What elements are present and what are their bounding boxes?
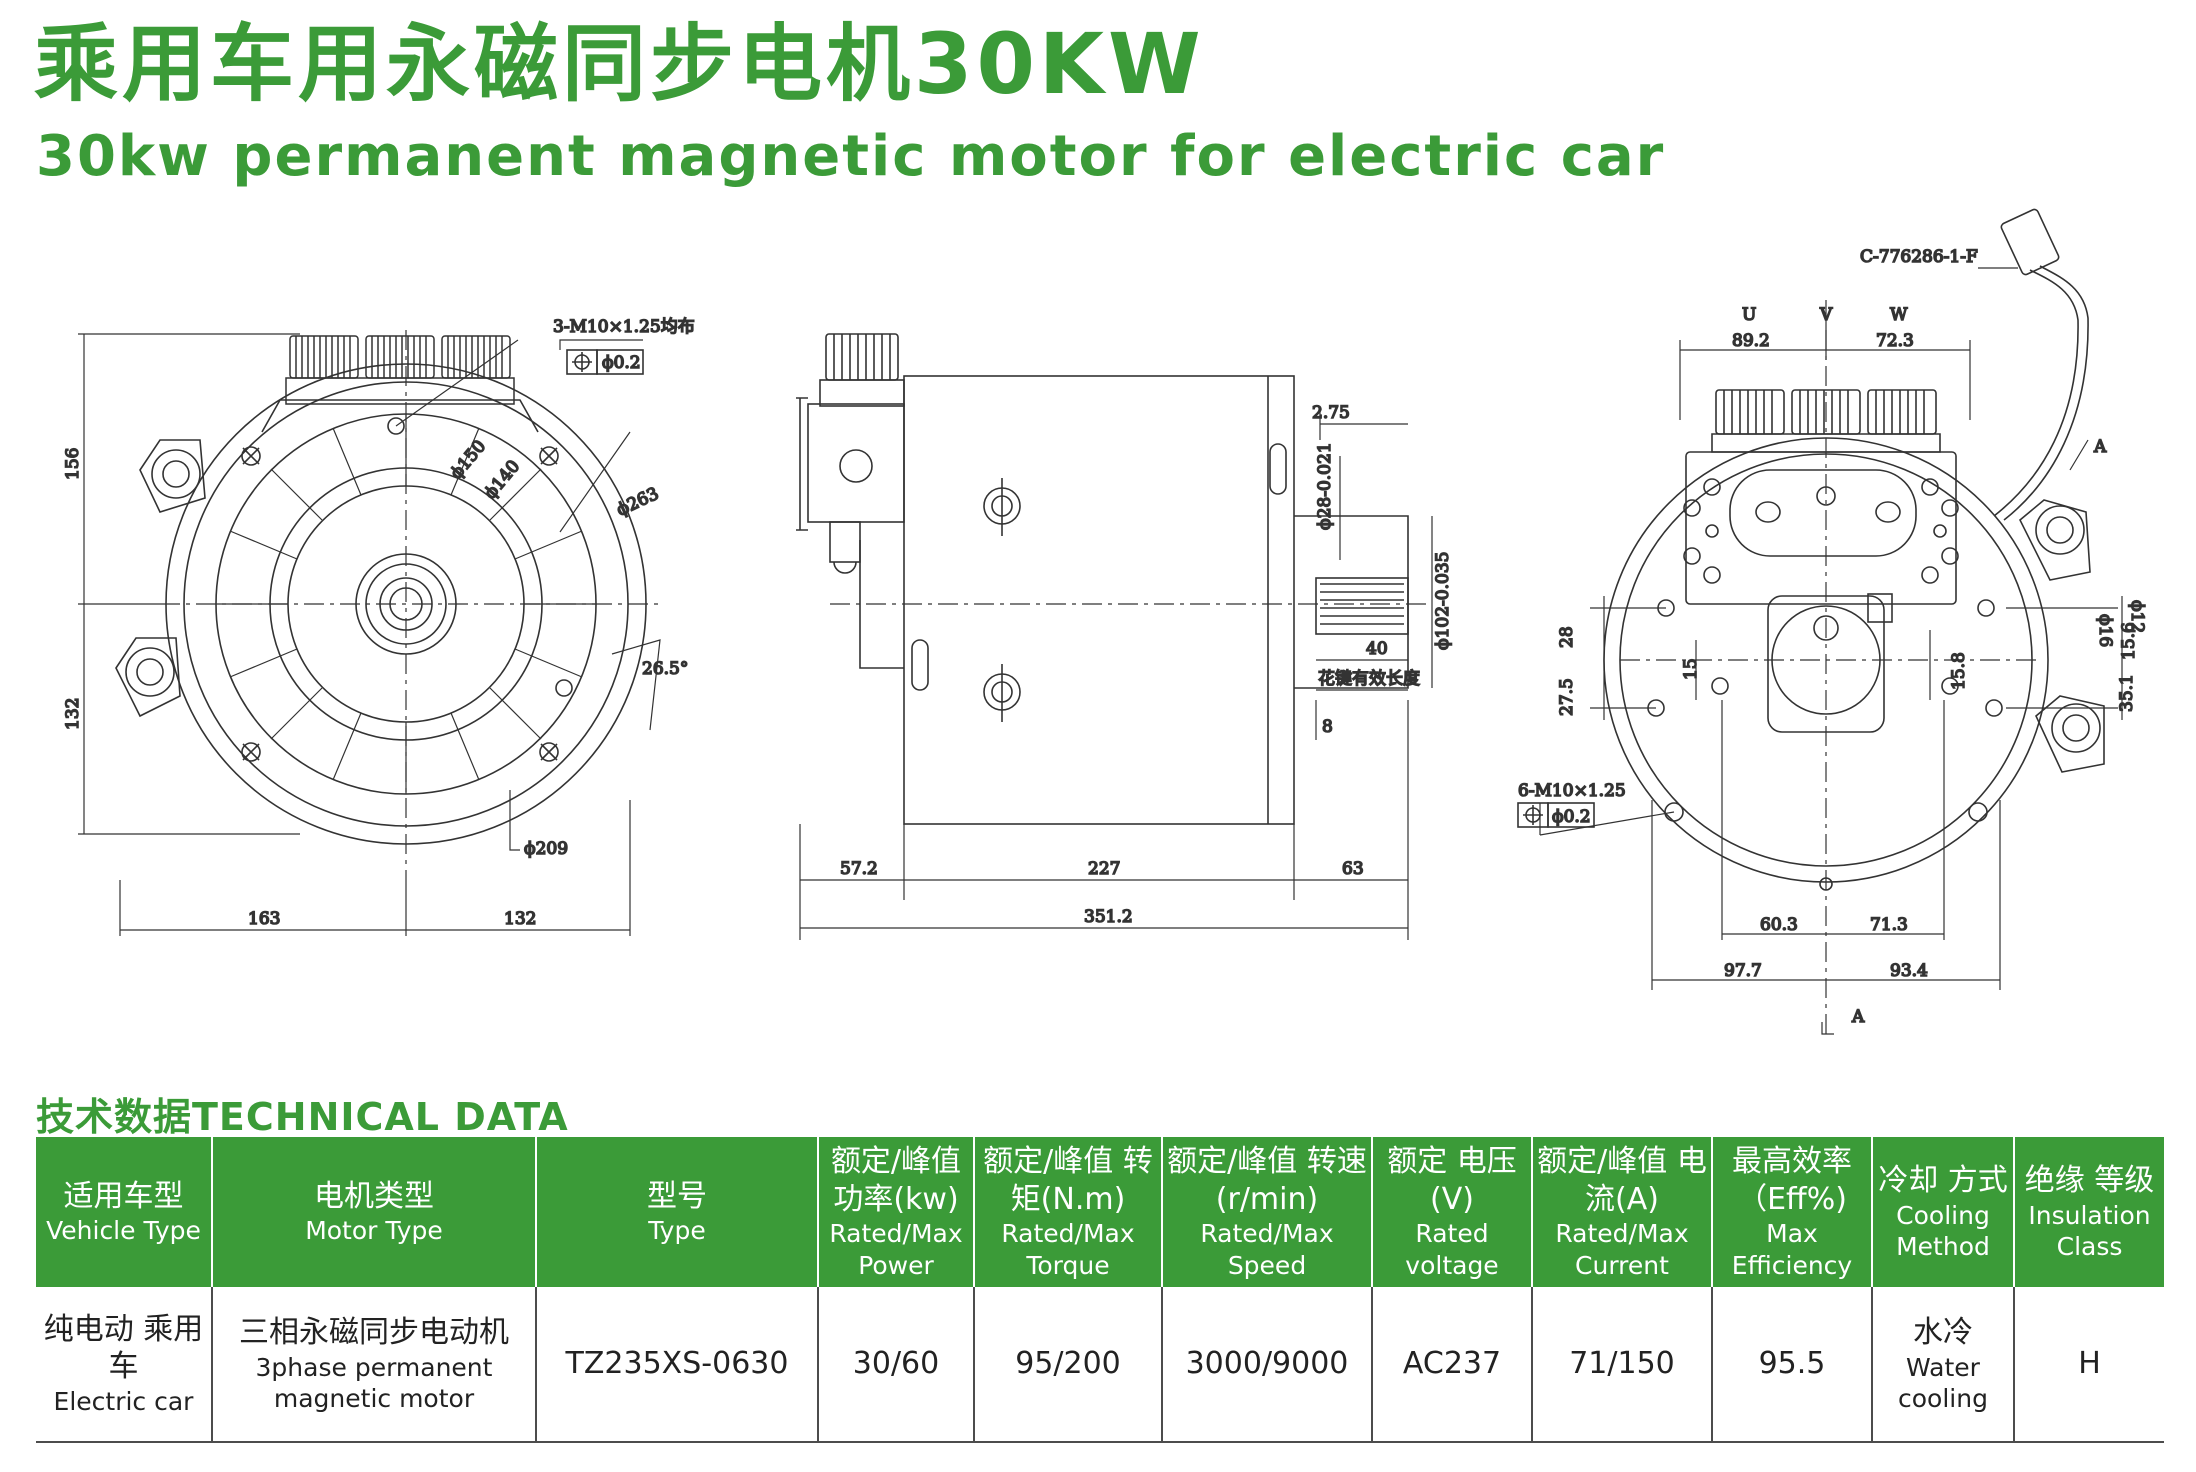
front-d263-label: ϕ263 bbox=[614, 484, 662, 521]
side-key-note-label: 花键有效长度 bbox=[1318, 669, 1420, 689]
rear-thread-note-label: 6-M10×1.25 bbox=[1518, 781, 1626, 801]
header-voltage: 额定 电压(V)Rated voltage bbox=[1371, 1137, 1532, 1287]
rear-d892-label: 89.2 bbox=[1732, 331, 1770, 351]
rear-a-top-label: A bbox=[2093, 437, 2107, 457]
side-d40-label: 40 bbox=[1366, 639, 1388, 659]
header-power: 额定/峰值 功率(kw)Rated/Max Power bbox=[817, 1137, 974, 1287]
front-w132-label: 132 bbox=[504, 909, 536, 929]
side-d572-label: 57.2 bbox=[840, 859, 878, 879]
rear-u-label: U bbox=[1742, 305, 1756, 325]
front-view-drawing: 3-M10×1.25均布 ϕ0.2 ϕ150 ϕ140 ϕ263 ϕ209 26… bbox=[62, 316, 696, 936]
header-torque: 额定/峰值 转矩(N.m)Rated/Max Torque bbox=[973, 1137, 1162, 1287]
side-d8-label: 8 bbox=[1322, 717, 1333, 737]
rear-connector-label: C-776286-1-F bbox=[1860, 247, 1978, 267]
side-d63-label: 63 bbox=[1342, 859, 1364, 879]
front-tolerance-label: ϕ0.2 bbox=[602, 353, 641, 373]
rear-w-label: W bbox=[1890, 305, 1908, 325]
rear-d723-label: 72.3 bbox=[1876, 331, 1914, 351]
rear-d12-label: ϕ12 bbox=[2127, 600, 2147, 633]
front-d150-label: ϕ150 bbox=[447, 437, 491, 484]
rear-view-drawing: C-776286-1-F U V W 89.2 72.3 A ϕ12 ϕ16 1… bbox=[1517, 208, 2148, 1040]
rear-v-label: V bbox=[1819, 305, 1833, 325]
rear-a-bottom-label: A bbox=[1851, 1007, 1865, 1027]
side-view-drawing: 2.75 ϕ28-0.021 ϕ102-0.035 40 花键有效长度 8 57… bbox=[796, 333, 1454, 940]
rear-d15-label: 15 bbox=[1681, 658, 1701, 680]
side-d3512-label: 351.2 bbox=[1084, 907, 1133, 927]
front-h156-label: 156 bbox=[63, 448, 83, 480]
technical-drawings: 3-M10×1.25均布 ϕ0.2 ϕ150 ϕ140 ϕ263 ϕ209 26… bbox=[62, 208, 2148, 1040]
cell-type: TZ235XS-0630 bbox=[535, 1287, 818, 1443]
rear-d28-label: 28 bbox=[1557, 626, 1577, 648]
front-thread-note-label: 3-M10×1.25均布 bbox=[553, 317, 695, 337]
cell-power: 30/60 bbox=[817, 1287, 974, 1443]
rear-d156-label: 15.6 bbox=[2119, 622, 2139, 660]
header-efficiency: 最高效率 （Eff%)Max Efficiency bbox=[1711, 1137, 1872, 1287]
rear-d603-label: 60.3 bbox=[1760, 915, 1798, 935]
rear-d713-label: 71.3 bbox=[1870, 915, 1908, 935]
rear-d351-label: 35.1 bbox=[2117, 674, 2137, 712]
side-d227-label: 227 bbox=[1088, 859, 1120, 879]
cell-torque: 95/200 bbox=[973, 1287, 1162, 1443]
rear-d275-label: 27.5 bbox=[1557, 678, 1577, 716]
technical-data-title: 技术数据TECHNICAL DATA bbox=[36, 1095, 569, 1139]
header-current: 额定/峰值 电流(A)Rated/Max Current bbox=[1531, 1137, 1712, 1287]
header-speed: 额定/峰值 转速(r/min)Rated/Max Speed bbox=[1161, 1137, 1372, 1287]
side-d275-label: 2.75 bbox=[1312, 403, 1350, 423]
page-title-cn: 乘用车用永磁同步电机30KW bbox=[34, 15, 1205, 113]
side-d102-label: ϕ102-0.035 bbox=[1433, 552, 1453, 650]
rear-d158-label: 15.8 bbox=[1949, 652, 1969, 690]
cell-insulation: H bbox=[2013, 1287, 2164, 1443]
front-w163-label: 163 bbox=[248, 909, 280, 929]
cell-efficiency: 95.5 bbox=[1711, 1287, 1872, 1443]
page-title-en: 30kw permanent magnetic motor for electr… bbox=[36, 124, 1666, 189]
rear-d16-label: ϕ16 bbox=[2095, 614, 2115, 647]
cell-speed: 3000/9000 bbox=[1161, 1287, 1372, 1443]
side-d28-label: ϕ28-0.021 bbox=[1315, 442, 1335, 530]
front-h132-label: 132 bbox=[63, 698, 83, 730]
rear-d934-label: 93.4 bbox=[1890, 961, 1928, 981]
rear-tolerance-label: ϕ0.2 bbox=[1552, 807, 1591, 827]
front-d209-label: ϕ209 bbox=[524, 839, 568, 859]
cell-current: 71/150 bbox=[1531, 1287, 1712, 1443]
rear-d977-label: 97.7 bbox=[1724, 961, 1762, 981]
cell-voltage: AC237 bbox=[1371, 1287, 1532, 1443]
front-angle-label: 26.5° bbox=[642, 659, 688, 679]
front-d140-label: ϕ140 bbox=[481, 457, 525, 504]
